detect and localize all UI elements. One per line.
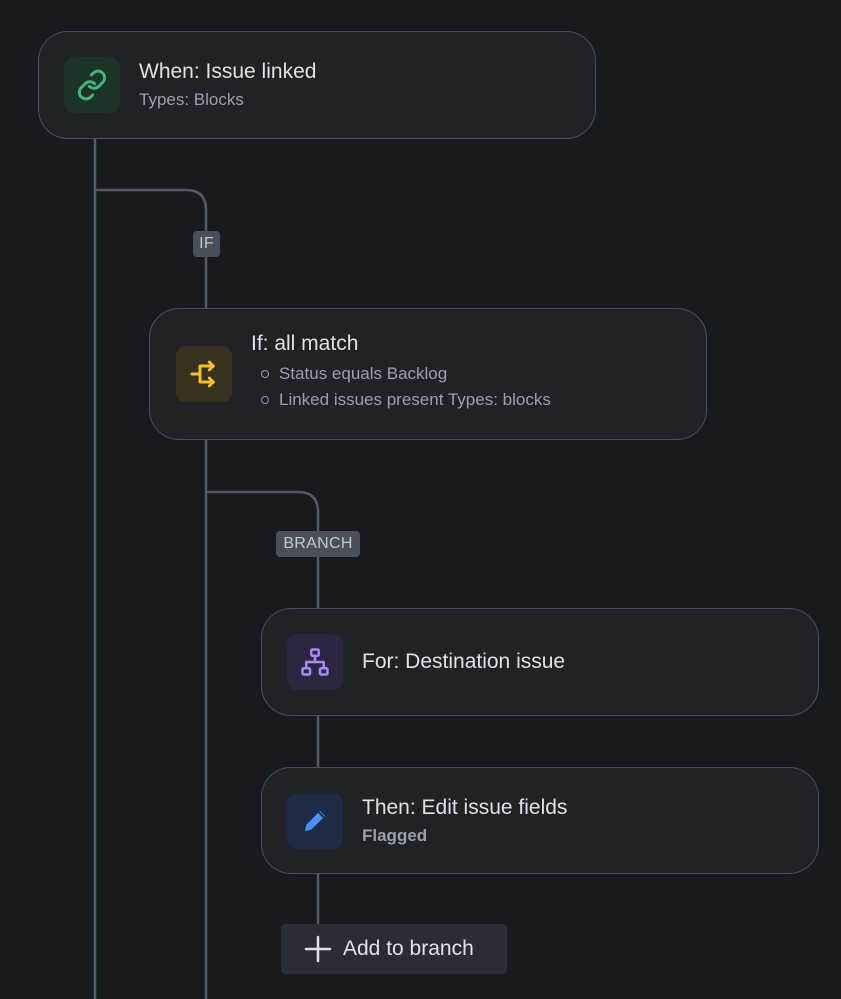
link-icon <box>64 57 120 113</box>
connector-to-if <box>95 188 208 308</box>
condition-item: Status equals Backlog <box>251 361 551 387</box>
if-tag: IF <box>193 231 220 257</box>
branch-tag: BRANCH <box>276 531 360 557</box>
add-to-branch-label: Add to branch <box>343 937 474 960</box>
branch-card[interactable]: For: Destination issue <box>261 608 819 716</box>
pencil-icon <box>287 792 343 849</box>
hierarchy-icon <box>287 634 343 690</box>
plus-icon <box>303 934 333 964</box>
condition-list: Status equals Backlog Linked issues pres… <box>251 361 551 413</box>
condition-item: Linked issues present Types: blocks <box>251 387 551 413</box>
condition-title: If: all match <box>251 332 359 355</box>
trigger-card[interactable]: When: Issue linked Types: Blocks <box>38 31 596 139</box>
trigger-subtitle: Types: Blocks <box>139 90 244 109</box>
branch-condition-icon <box>176 346 232 402</box>
trigger-title: When: Issue linked <box>139 60 317 83</box>
condition-card[interactable]: If: all match Status equals Backlog Link… <box>149 308 707 440</box>
branch-title: For: Destination issue <box>362 650 566 673</box>
add-to-branch-button[interactable]: Add to branch <box>281 924 507 974</box>
action-subtitle: Flagged <box>362 825 428 845</box>
action-title: Then: Edit issue fields <box>362 795 568 819</box>
action-card[interactable]: Then: Edit issue fields Flagged <box>261 767 819 874</box>
